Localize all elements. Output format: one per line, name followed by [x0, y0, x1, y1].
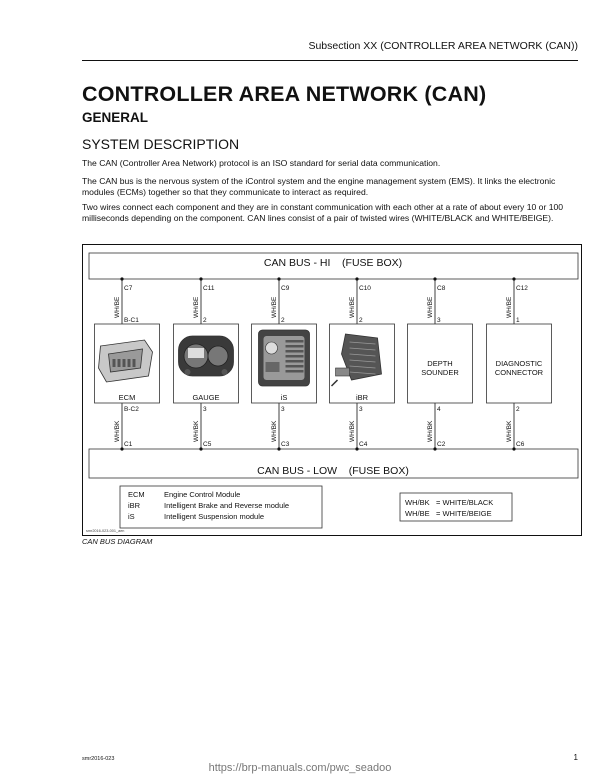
page-title: CONTROLLER AREA NETWORK (CAN): [82, 82, 487, 106]
can-bus-low-box: [88, 448, 579, 479]
junction-dot: [355, 277, 359, 281]
can-bus-hi-box: [88, 252, 579, 280]
can-bus-diagram: CAN BUS - HI (FUSE BOX) CAN BUS - LOW (F…: [82, 244, 582, 536]
is-module-image: [258, 329, 310, 387]
low-wire-code: WH/BK: [506, 420, 513, 442]
bottom-pin-label: 2: [516, 406, 520, 413]
legend-color-desc: = WHITE/BLACK: [436, 498, 493, 507]
low-wire-code: WH/BK: [193, 420, 200, 442]
ibr-module-image: [330, 333, 382, 387]
hi-wire-code: WH/BE: [193, 296, 200, 318]
component-box: [407, 323, 473, 404]
junction-dot: [120, 277, 124, 281]
top-pin-label: B-C1: [124, 317, 139, 324]
junction-dot: [277, 277, 281, 281]
top-pin-label: 2: [203, 317, 207, 324]
component-label: iBR: [356, 393, 369, 402]
junction-dot: [277, 447, 281, 451]
wire-color-legend: [399, 492, 513, 522]
component-box: [486, 323, 552, 404]
bottom-pin-label: 3: [203, 406, 207, 413]
legend-desc: Engine Control Module: [164, 490, 240, 499]
component-2: C9 2 3C3 WH/BE WH/BK iS: [251, 277, 317, 451]
bottom-connector-label: C1: [124, 441, 133, 448]
hi-wire-code: WH/BE: [114, 296, 121, 318]
bottom-pin-label: 4: [437, 406, 441, 413]
figure-caption: CAN BUS DIAGRAM: [82, 537, 153, 546]
legend-desc: Intelligent Suspension module: [164, 512, 264, 521]
header-rule: [82, 60, 578, 61]
top-connector-label: C10: [359, 285, 371, 292]
top-connector-label: C8: [437, 285, 446, 292]
top-pin-label: 2: [359, 317, 363, 324]
component-label: GAUGE: [192, 393, 219, 402]
top-connector-label: C9: [281, 285, 290, 292]
gauge-image: [178, 335, 234, 377]
top-connector-label: C11: [203, 285, 215, 292]
legend-color-code: WH/BE: [405, 509, 430, 518]
junction-dot: [433, 447, 437, 451]
subsection-heading: SYSTEM DESCRIPTION: [82, 136, 240, 152]
can-bus-low-label: CAN BUS - LOW (FUSE BOX): [257, 465, 409, 477]
top-connector-label: C7: [124, 285, 133, 292]
page-number: 1: [573, 753, 578, 762]
hi-wire-code: WH/BE: [349, 296, 356, 318]
bottom-connector-label: C2: [437, 441, 446, 448]
top-pin-label: 2: [281, 317, 285, 324]
section-heading: GENERAL: [82, 110, 149, 125]
paragraph: The CAN bus is the nervous system of the…: [82, 176, 556, 197]
junction-dot: [355, 447, 359, 451]
junction-dot: [433, 277, 437, 281]
component-1: C11 2 3C5 WH/BE WH/BK GAUGE: [173, 277, 239, 451]
component-label: iS: [281, 393, 288, 402]
junction-dot: [512, 277, 516, 281]
source-url[interactable]: https://brp-manuals.com/pwc_seadoo: [208, 762, 392, 774]
legend-abbr: iS: [128, 512, 135, 521]
bottom-connector-label: C4: [359, 441, 368, 448]
low-wire-code: WH/BK: [349, 420, 356, 442]
legend-color-desc: = WHITE/BEIGE: [436, 509, 492, 518]
component-label: DEPTH: [427, 359, 452, 368]
bottom-connector-label: C5: [203, 441, 212, 448]
subsection-header: Subsection XX (CONTROLLER AREA NETWORK (…: [308, 40, 578, 52]
bottom-connector-label: C3: [281, 441, 290, 448]
top-pin-label: 1: [516, 317, 520, 324]
legend-abbr: ECM: [128, 490, 145, 499]
paragraph: Two wires connect each component and the…: [82, 202, 564, 223]
bottom-pin-label: 3: [281, 406, 285, 413]
junction-dot: [199, 447, 203, 451]
junction-dot: [199, 277, 203, 281]
low-wire-code: WH/BK: [114, 420, 121, 442]
ecm-image: [98, 339, 153, 383]
hi-wire-code: WH/BE: [506, 296, 513, 318]
junction-dot: [512, 447, 516, 451]
low-wire-code: WH/BK: [427, 420, 434, 442]
bottom-pin-label: B-C2: [124, 406, 139, 413]
bottom-connector-label: C6: [516, 441, 525, 448]
footer-code: smr2016-023: [82, 756, 115, 762]
figure-code: smr2016-023-001_aen: [86, 529, 124, 533]
component-label: SOUNDER: [421, 368, 459, 377]
top-pin-label: 3: [437, 317, 441, 324]
low-wire-code: WH/BK: [271, 420, 278, 442]
component-3: C10 2 3C4 WH/BE WH/BK iBR: [329, 277, 395, 451]
hi-wire-code: WH/BE: [271, 296, 278, 318]
component-label: DIAGNOSTIC: [496, 359, 543, 368]
can-bus-hi-label: CAN BUS - HI (FUSE BOX): [264, 257, 402, 269]
component-label: CONNECTOR: [495, 368, 544, 377]
legend-abbr: iBR: [128, 501, 141, 510]
legend-desc: Intelligent Brake and Reverse module: [164, 501, 289, 510]
paragraph: The CAN (Controller Area Network) protoc…: [82, 158, 441, 168]
top-connector-label: C12: [516, 285, 528, 292]
component-label: ECM: [119, 393, 136, 402]
legend-color-code: WH/BK: [405, 498, 430, 507]
hi-wire-code: WH/BE: [427, 296, 434, 318]
junction-dot: [120, 447, 124, 451]
bottom-pin-label: 3: [359, 406, 363, 413]
abbreviation-legend: [119, 485, 323, 529]
